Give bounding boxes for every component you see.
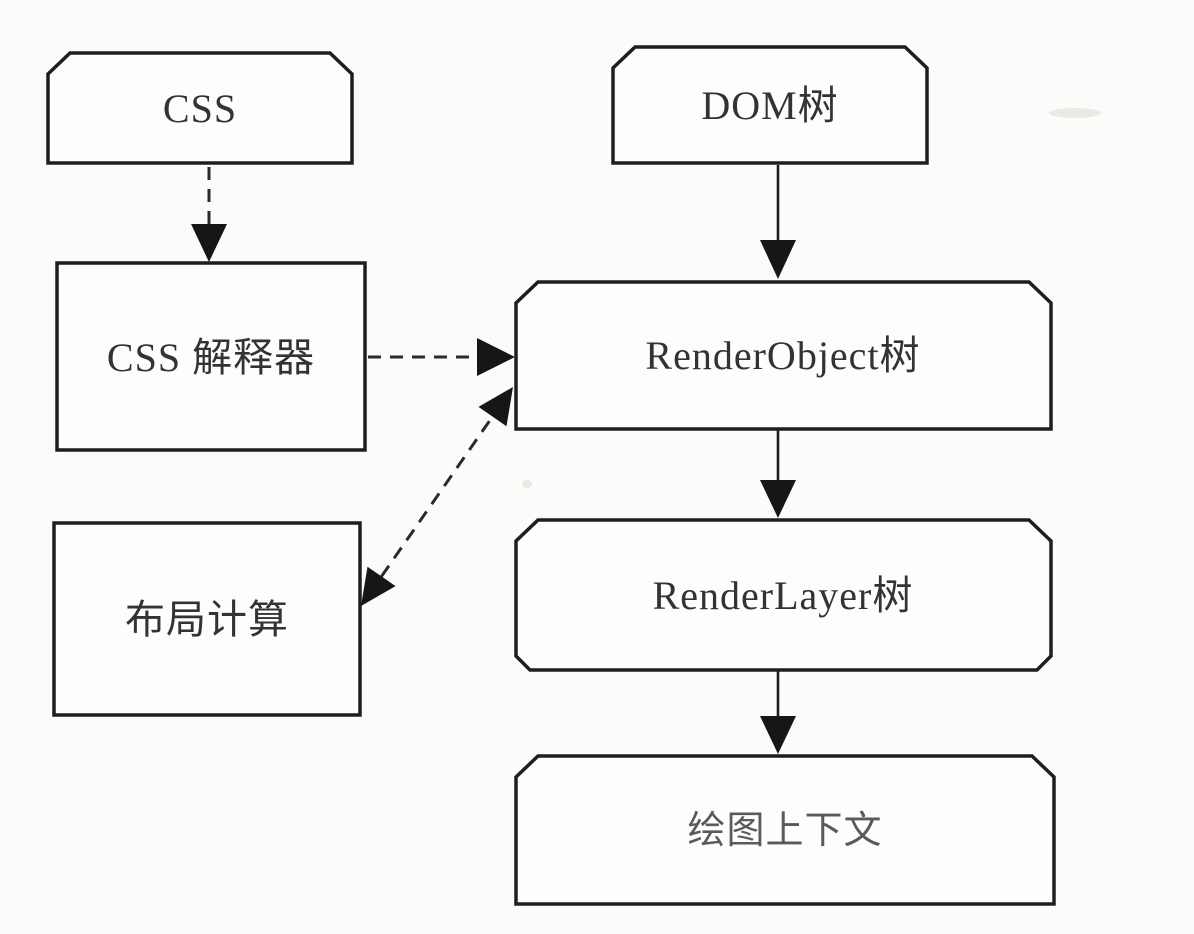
- scan-smudge: [1049, 108, 1101, 118]
- node-render-layer-tree-shape: [514, 518, 1053, 672]
- node-paint-context-shape: [514, 754, 1056, 906]
- node-css-interpreter: CSS 解释器: [55, 261, 367, 452]
- edge-layout-render-object-tree-bidirectional: [361, 387, 513, 606]
- node-css-interpreter-label: CSS 解释器: [107, 335, 315, 380]
- edge-line: [380, 415, 494, 578]
- arrowhead-upright-icon: [478, 387, 513, 427]
- edge-render-layer-tree-to-paint-context: [760, 671, 796, 754]
- arrowhead-down-icon: [191, 224, 227, 262]
- arrowhead-down-icon: [760, 240, 796, 279]
- node-dom-tree-label: DOM树: [701, 83, 838, 128]
- node-paint-context: 绘图上下文: [514, 754, 1056, 906]
- node-layout: 布局计算: [52, 521, 362, 717]
- edge-css-interpreter-to-render-object-tree: [368, 338, 515, 376]
- scan-smudge: [522, 480, 532, 488]
- edge-css-to-css-interpreter: [191, 167, 227, 262]
- node-css: CSS: [46, 51, 354, 165]
- arrowhead-downleft-icon: [361, 566, 396, 606]
- arrowhead-down-icon: [760, 480, 796, 518]
- edge-render-object-tree-to-render-layer-tree: [760, 430, 796, 518]
- node-dom-tree-shape: [611, 45, 929, 165]
- node-render-layer-tree: RenderLayer树: [514, 518, 1053, 672]
- node-paint-context-label: 绘图上下文: [687, 810, 882, 852]
- arrowhead-down-icon: [760, 716, 796, 754]
- arrowhead-right-icon: [477, 338, 515, 376]
- node-render-layer-tree-label: RenderLayer树: [653, 573, 914, 618]
- node-layout-shape: [52, 521, 362, 717]
- node-css-interpreter-shape: [55, 261, 367, 452]
- node-css-label: CSS: [163, 86, 237, 131]
- node-render-object-tree: RenderObject树: [514, 280, 1053, 431]
- node-render-object-tree-label: RenderObject树: [645, 333, 920, 378]
- node-render-object-tree-shape: [514, 280, 1053, 431]
- node-dom-tree: DOM树: [611, 45, 929, 165]
- edge-dom-tree-to-render-object-tree: [760, 165, 796, 279]
- node-layout-label: 布局计算: [125, 597, 289, 642]
- node-css-shape: [46, 51, 354, 165]
